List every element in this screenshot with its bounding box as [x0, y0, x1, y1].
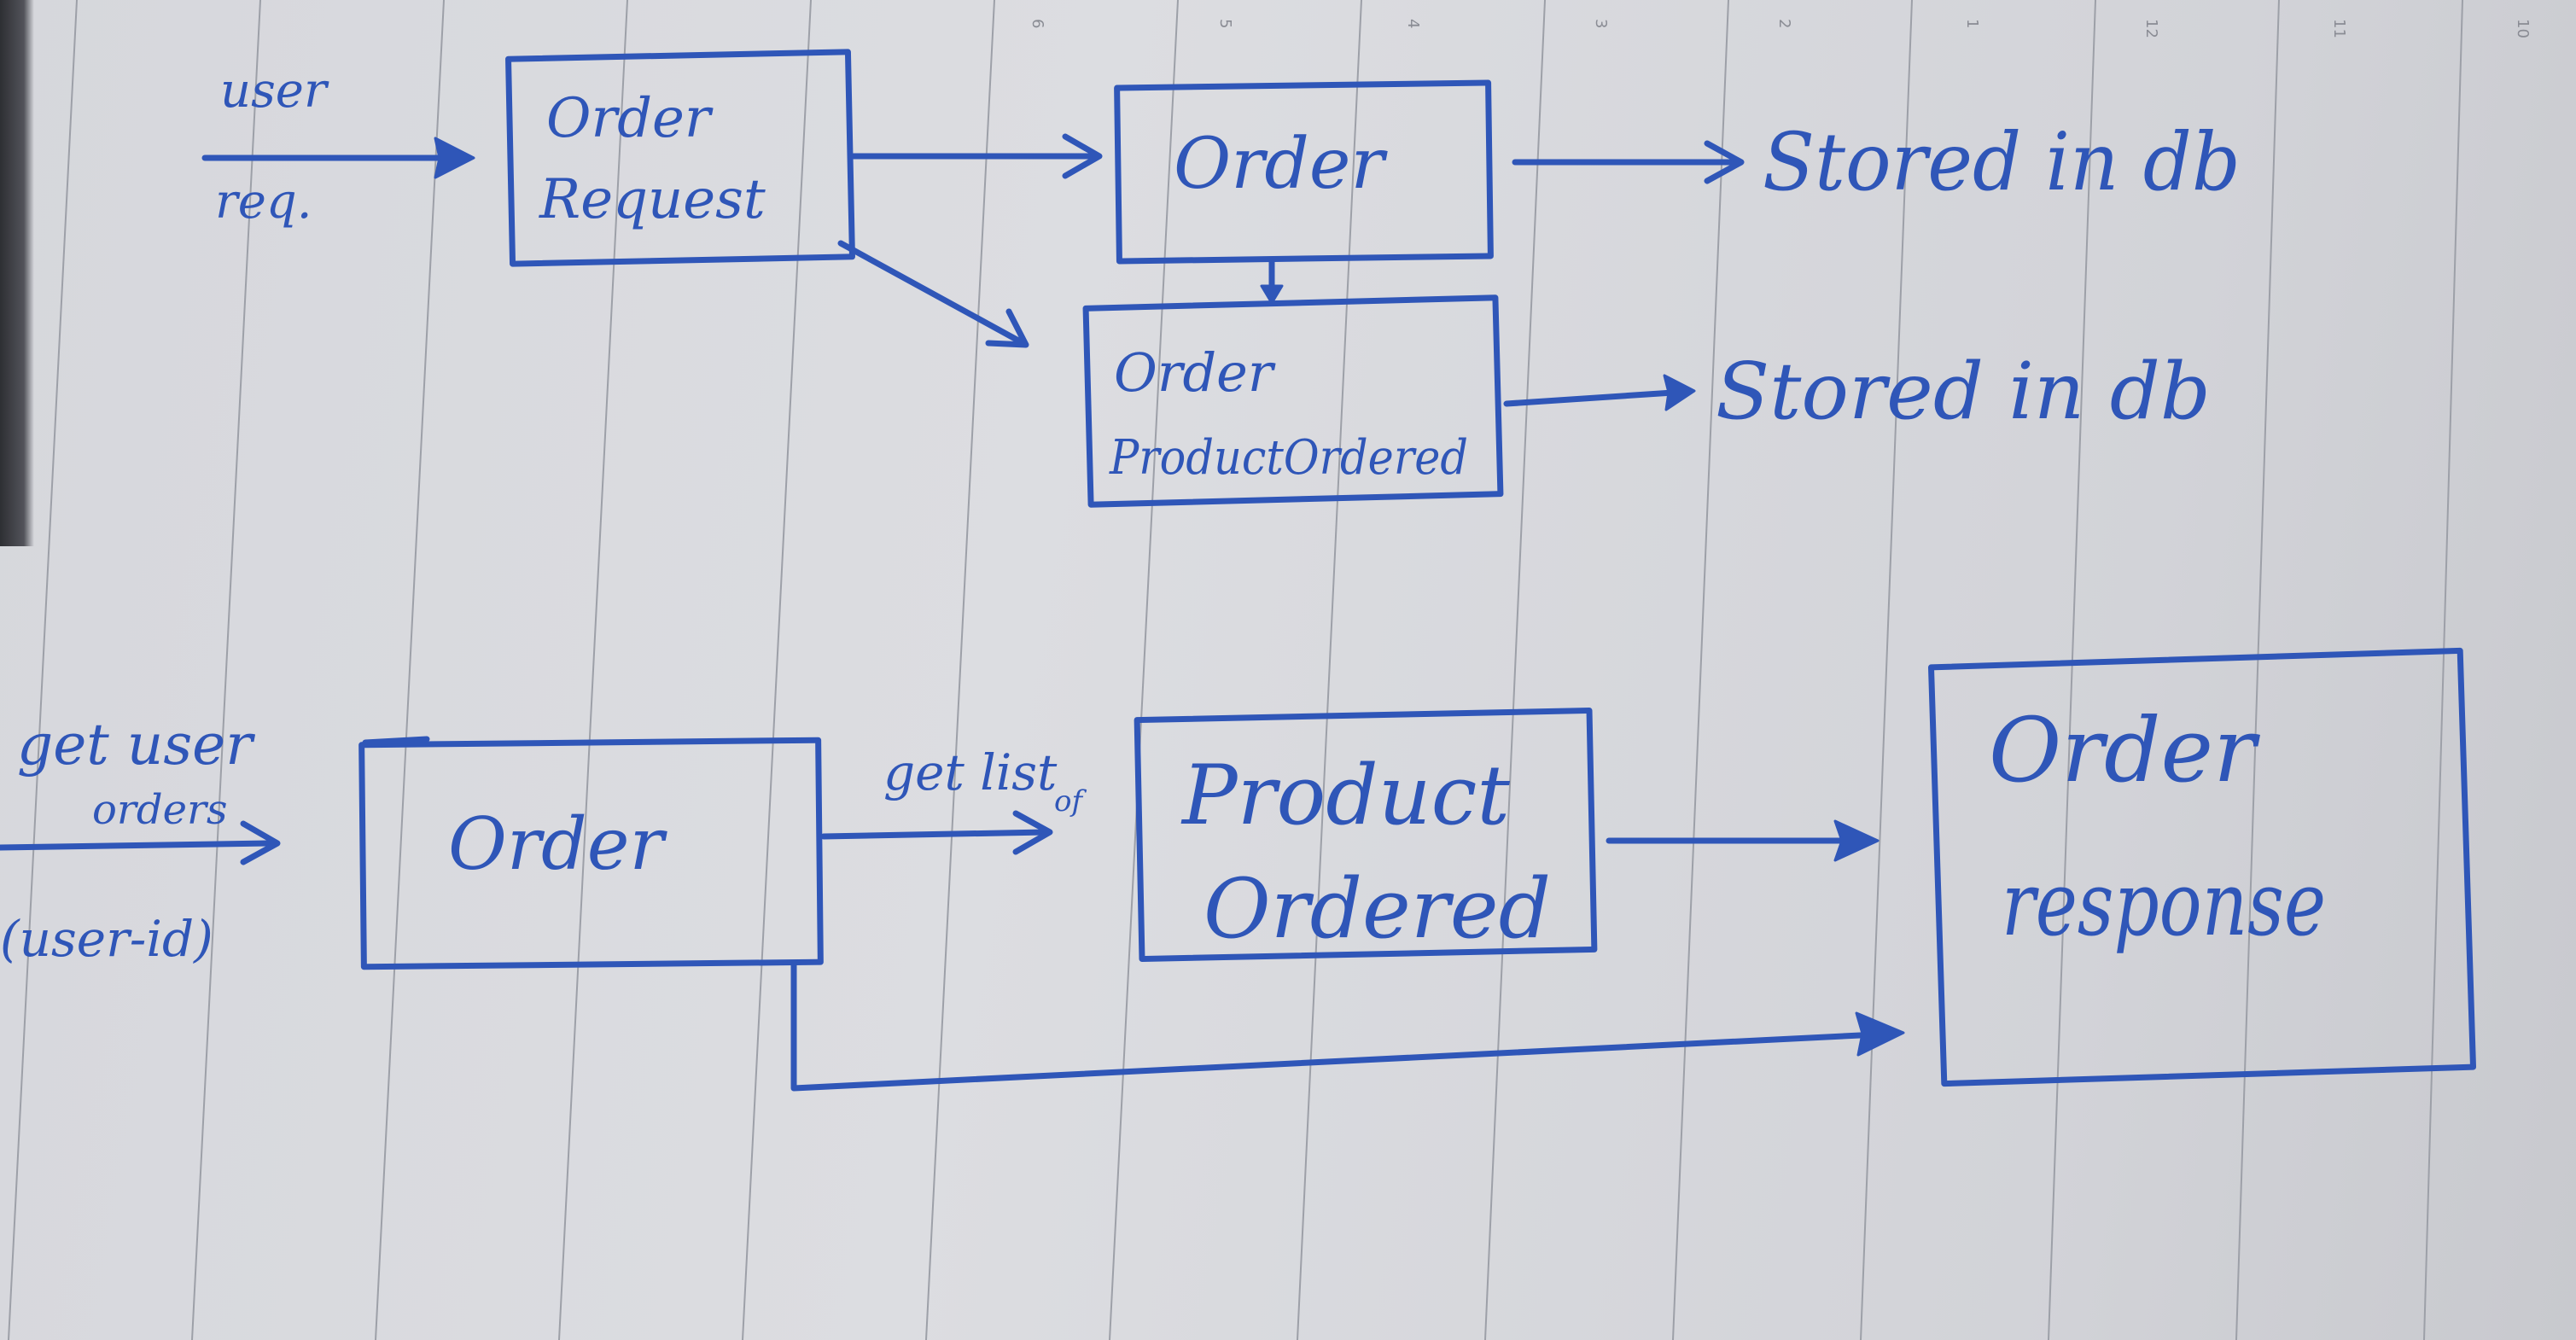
arrow-order-to-product — [820, 829, 1049, 840]
edge-label-get-list: of — [1054, 784, 1087, 819]
box-order-bottom-label: Order — [448, 802, 668, 886]
box-order-request-label: Request — [539, 168, 766, 231]
desk-shadow — [0, 0, 34, 546]
box-order-bottom — [358, 737, 824, 970]
page-number: 11 — [2330, 19, 2348, 38]
arrowhead — [1260, 284, 1284, 305]
arrowhead — [1704, 140, 1745, 184]
box-order-response-label: response — [2002, 852, 2326, 956]
arrowhead — [985, 308, 1029, 348]
page-numbers: 6 5 4 3 2 1 12 11 10 — [1029, 19, 2532, 38]
page-number: 1 — [1963, 19, 1981, 28]
arrowhead — [434, 137, 475, 179]
box-order-top-label: Order — [1174, 124, 1388, 205]
arrow-order-to-response — [790, 961, 1881, 1092]
arrowhead — [1663, 374, 1696, 411]
page-number: 2 — [1775, 19, 1793, 28]
box-order-top — [1114, 79, 1494, 265]
top-input-label: req. — [215, 174, 312, 230]
box-product-ordered-label: Product — [1180, 748, 1510, 843]
arrowhead — [1833, 819, 1880, 862]
bottom-input-label: (user-id) — [0, 910, 213, 968]
bottom-input-label: orders — [92, 786, 228, 834]
arrow-user-orders — [0, 840, 272, 851]
box-order-product-ordered — [1082, 294, 1504, 508]
arrow-request-to-product — [837, 240, 1023, 345]
box-order-response-label: Order — [1989, 698, 2260, 802]
box-order-response — [1927, 647, 2477, 1087]
page-number: 3 — [1592, 19, 1610, 28]
page-number: 4 — [1404, 19, 1422, 28]
box-order-product-ordered-label: ProductOrdered — [1109, 430, 1468, 486]
arrowhead — [1012, 810, 1053, 855]
box-order-request — [505, 49, 855, 267]
flow-bottom: get user orders (user-id) Order get list… — [0, 647, 2477, 1092]
box-order-product-ordered-label: Order — [1114, 341, 1276, 404]
box-tick — [362, 736, 430, 746]
flow-top: user req. Order Request Order Order Prod… — [201, 49, 2241, 508]
edge-label-get-list: get list — [883, 743, 1058, 801]
box-product-ordered-label: Ordered — [1203, 861, 1551, 957]
box-product-ordered — [1134, 707, 1598, 963]
stored-in-db-label: Stored in db — [1716, 346, 2211, 437]
page-number: 5 — [1216, 19, 1234, 28]
arrow-product-to-db — [1503, 389, 1676, 407]
arrowhead — [240, 820, 281, 865]
box-order-request-label: Order — [546, 87, 714, 150]
arrowhead — [1855, 1011, 1905, 1057]
bottom-input-label: get user — [17, 712, 255, 778]
top-input-label: user — [220, 63, 329, 119]
ruled-lines — [8, 0, 2463, 1340]
page-number: 10 — [2514, 19, 2532, 38]
stored-in-db-label: Stored in db — [1763, 116, 2241, 209]
arrowhead — [1062, 133, 1103, 179]
page-number: 12 — [2142, 19, 2160, 38]
page-number: 6 — [1029, 19, 1046, 28]
